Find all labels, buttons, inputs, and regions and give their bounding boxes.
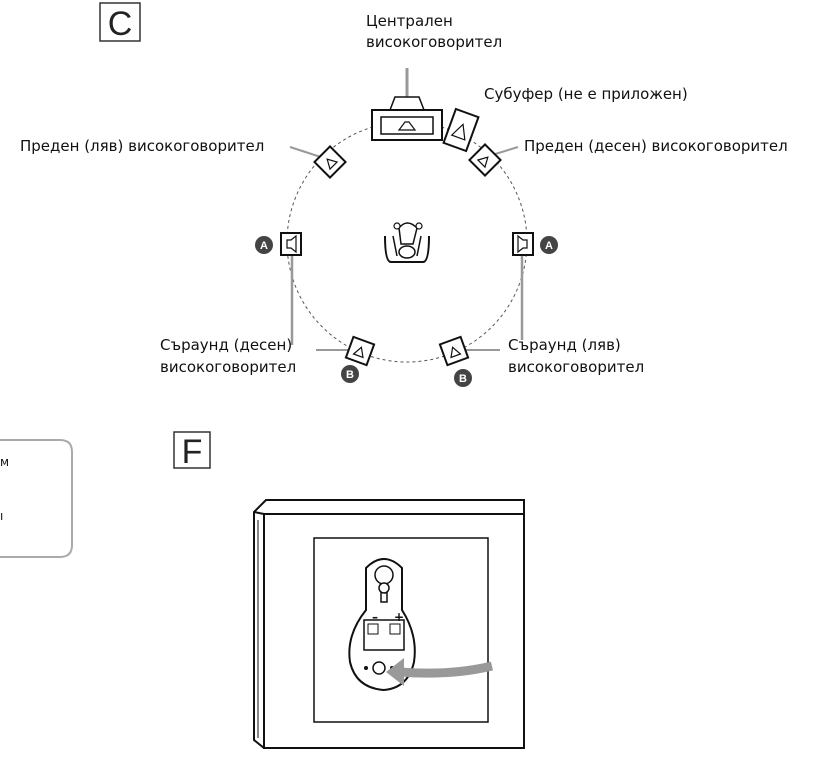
screw-hole-icon: [372, 661, 386, 675]
surround-left-label-line1: Съраунд (ляв): [508, 336, 621, 354]
surround-left-position-speaker-icon: [280, 232, 302, 345]
svg-text:B: B: [459, 373, 467, 385]
rear-left-speaker-icon: [344, 335, 376, 367]
subwoofer-label: Субуфер (не е приложен): [484, 85, 688, 103]
arrow-head-icon: [386, 658, 404, 686]
svg-text:B: B: [346, 369, 354, 381]
front-left-speaker-icon: [313, 145, 347, 179]
surround-right-label-line2: високоговорител: [160, 358, 296, 376]
front-right-leader: [491, 146, 519, 156]
bracket-top-hole: [374, 565, 394, 585]
side-card-text-top: м: [0, 455, 9, 469]
svg-text:A: A: [260, 240, 268, 252]
surround-left-label-line2: високоговорител: [508, 358, 644, 376]
subwoofer-icon: [442, 107, 480, 153]
center-speaker-icon: [371, 68, 443, 141]
listener-icon: [384, 222, 430, 263]
mounting-bracket: – +: [348, 558, 416, 692]
badge-a-left: A: [255, 236, 273, 254]
side-card-text-bottom: ı: [0, 509, 3, 523]
svg-text:A: A: [545, 240, 553, 252]
front-left-label: Преден (ляв) високоговорител: [20, 137, 264, 155]
surround-right-position-speaker-icon: [512, 232, 534, 340]
center-speaker-label-line1: Централен: [366, 12, 453, 30]
panel-c-letter: C: [108, 5, 133, 43]
side-card: м ı: [0, 439, 73, 558]
surround-right-label-line1: Съраунд (десен): [160, 336, 292, 354]
rear-right-speaker-icon: [438, 335, 470, 367]
front-right-label: Преден (десен) високоговорител: [524, 137, 788, 155]
terminal-minus-label: –: [372, 610, 378, 624]
badge-b-right: B: [454, 369, 472, 387]
terminal-plus-label: +: [394, 610, 404, 624]
panel-f: F – +: [173, 431, 525, 749]
panel-c: C: [20, 2, 788, 387]
insert-arrow: [399, 661, 494, 678]
panel-f-letter: F: [182, 433, 203, 471]
keyhole-slot-icon: [378, 582, 390, 603]
panel-f-frame: [173, 431, 211, 469]
center-speaker-label-line2: високоговорител: [366, 33, 502, 51]
badge-a-right: A: [540, 236, 558, 254]
panel-c-frame: [99, 2, 141, 42]
badge-b-left: B: [341, 365, 359, 383]
front-right-speaker-icon: [468, 143, 502, 177]
